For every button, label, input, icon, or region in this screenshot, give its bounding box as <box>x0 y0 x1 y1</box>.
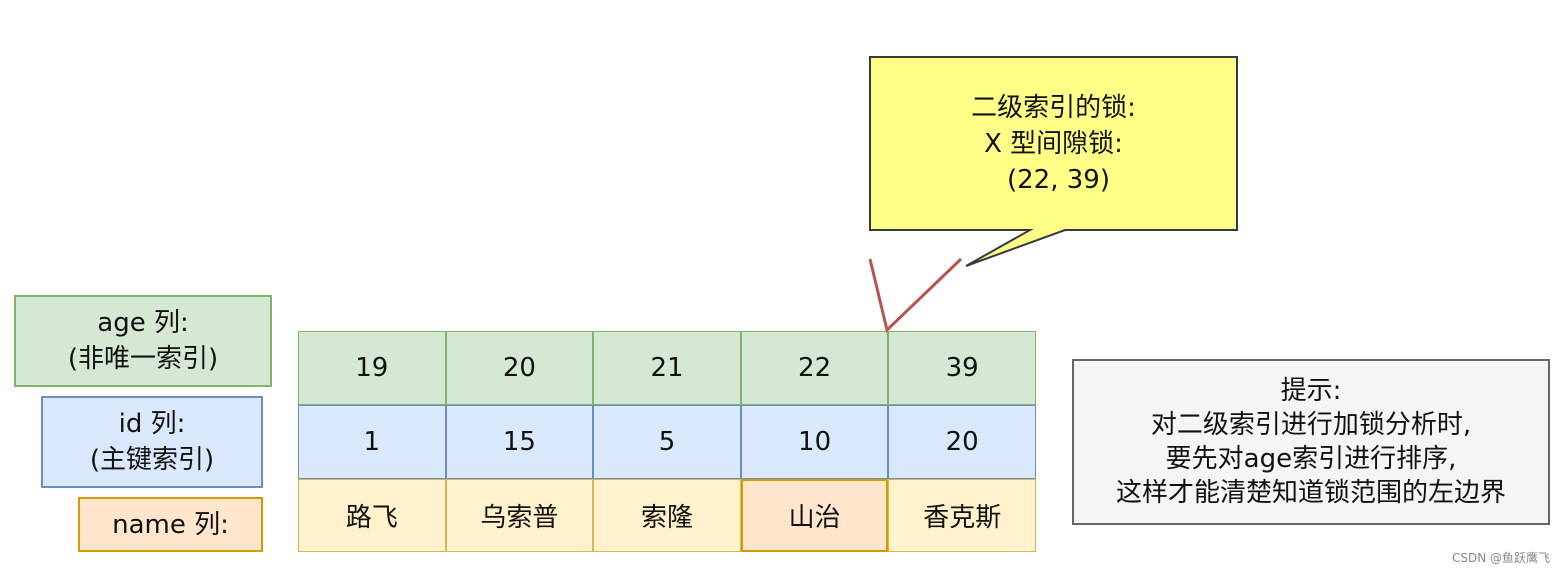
id-cell: 20 <box>888 405 1036 479</box>
id-column-label: id 列: (主键索引) <box>41 396 263 488</box>
tip-box: 提示: 对二级索引进行加锁分析时, 要先对age索引进行排序, 这样才能清楚知道… <box>1072 359 1550 525</box>
age-cell: 22 <box>740 331 889 405</box>
age-column-label: age 列: (非唯一索引) <box>14 295 272 387</box>
name-cell: 索隆 <box>593 479 741 552</box>
name-cell: 乌索普 <box>445 479 594 552</box>
id-cell: 10 <box>740 405 889 479</box>
callout-line2: X 型间隙锁: <box>984 128 1123 159</box>
watermark: CSDN @鱼跃鹰飞 <box>1451 551 1550 565</box>
id-label-line1: id 列: <box>118 409 186 439</box>
tip-line4: 这样才能清楚知道锁范围的左边界 <box>1115 478 1506 508</box>
tip-line3: 要先对age索引进行排序, <box>1165 444 1457 474</box>
age-label-line2: (非唯一索引) <box>67 344 219 374</box>
name-column-label: name 列: <box>78 497 263 552</box>
age-label-line1: age 列: <box>97 308 189 338</box>
callout-line3: (22, 39) <box>1007 164 1110 195</box>
age-cell: 19 <box>298 331 446 405</box>
name-cell: 路飞 <box>298 479 446 552</box>
callout-text: 二级索引的锁: X 型间隙锁: (22, 39) <box>870 57 1237 230</box>
name-label: name 列: <box>112 509 229 540</box>
index-table: 19 20 21 22 39 1 15 5 10 20 路飞 乌索普 索隆 山治… <box>298 331 1036 552</box>
gap-lock-marker <box>868 257 963 333</box>
id-cell: 15 <box>445 405 594 479</box>
id-label-line2: (主键索引) <box>89 445 215 475</box>
age-cell: 21 <box>593 331 741 405</box>
name-cell: 山治 <box>740 479 889 552</box>
id-cell: 5 <box>593 405 741 479</box>
age-cell: 20 <box>445 331 594 405</box>
callout-line1: 二级索引的锁: <box>971 92 1136 123</box>
name-cell: 香克斯 <box>888 479 1036 552</box>
age-cell: 39 <box>888 331 1036 405</box>
tip-title: 提示: <box>1280 376 1342 406</box>
id-cell: 1 <box>298 405 446 479</box>
tip-line2: 对二级索引进行加锁分析时, <box>1150 410 1472 440</box>
